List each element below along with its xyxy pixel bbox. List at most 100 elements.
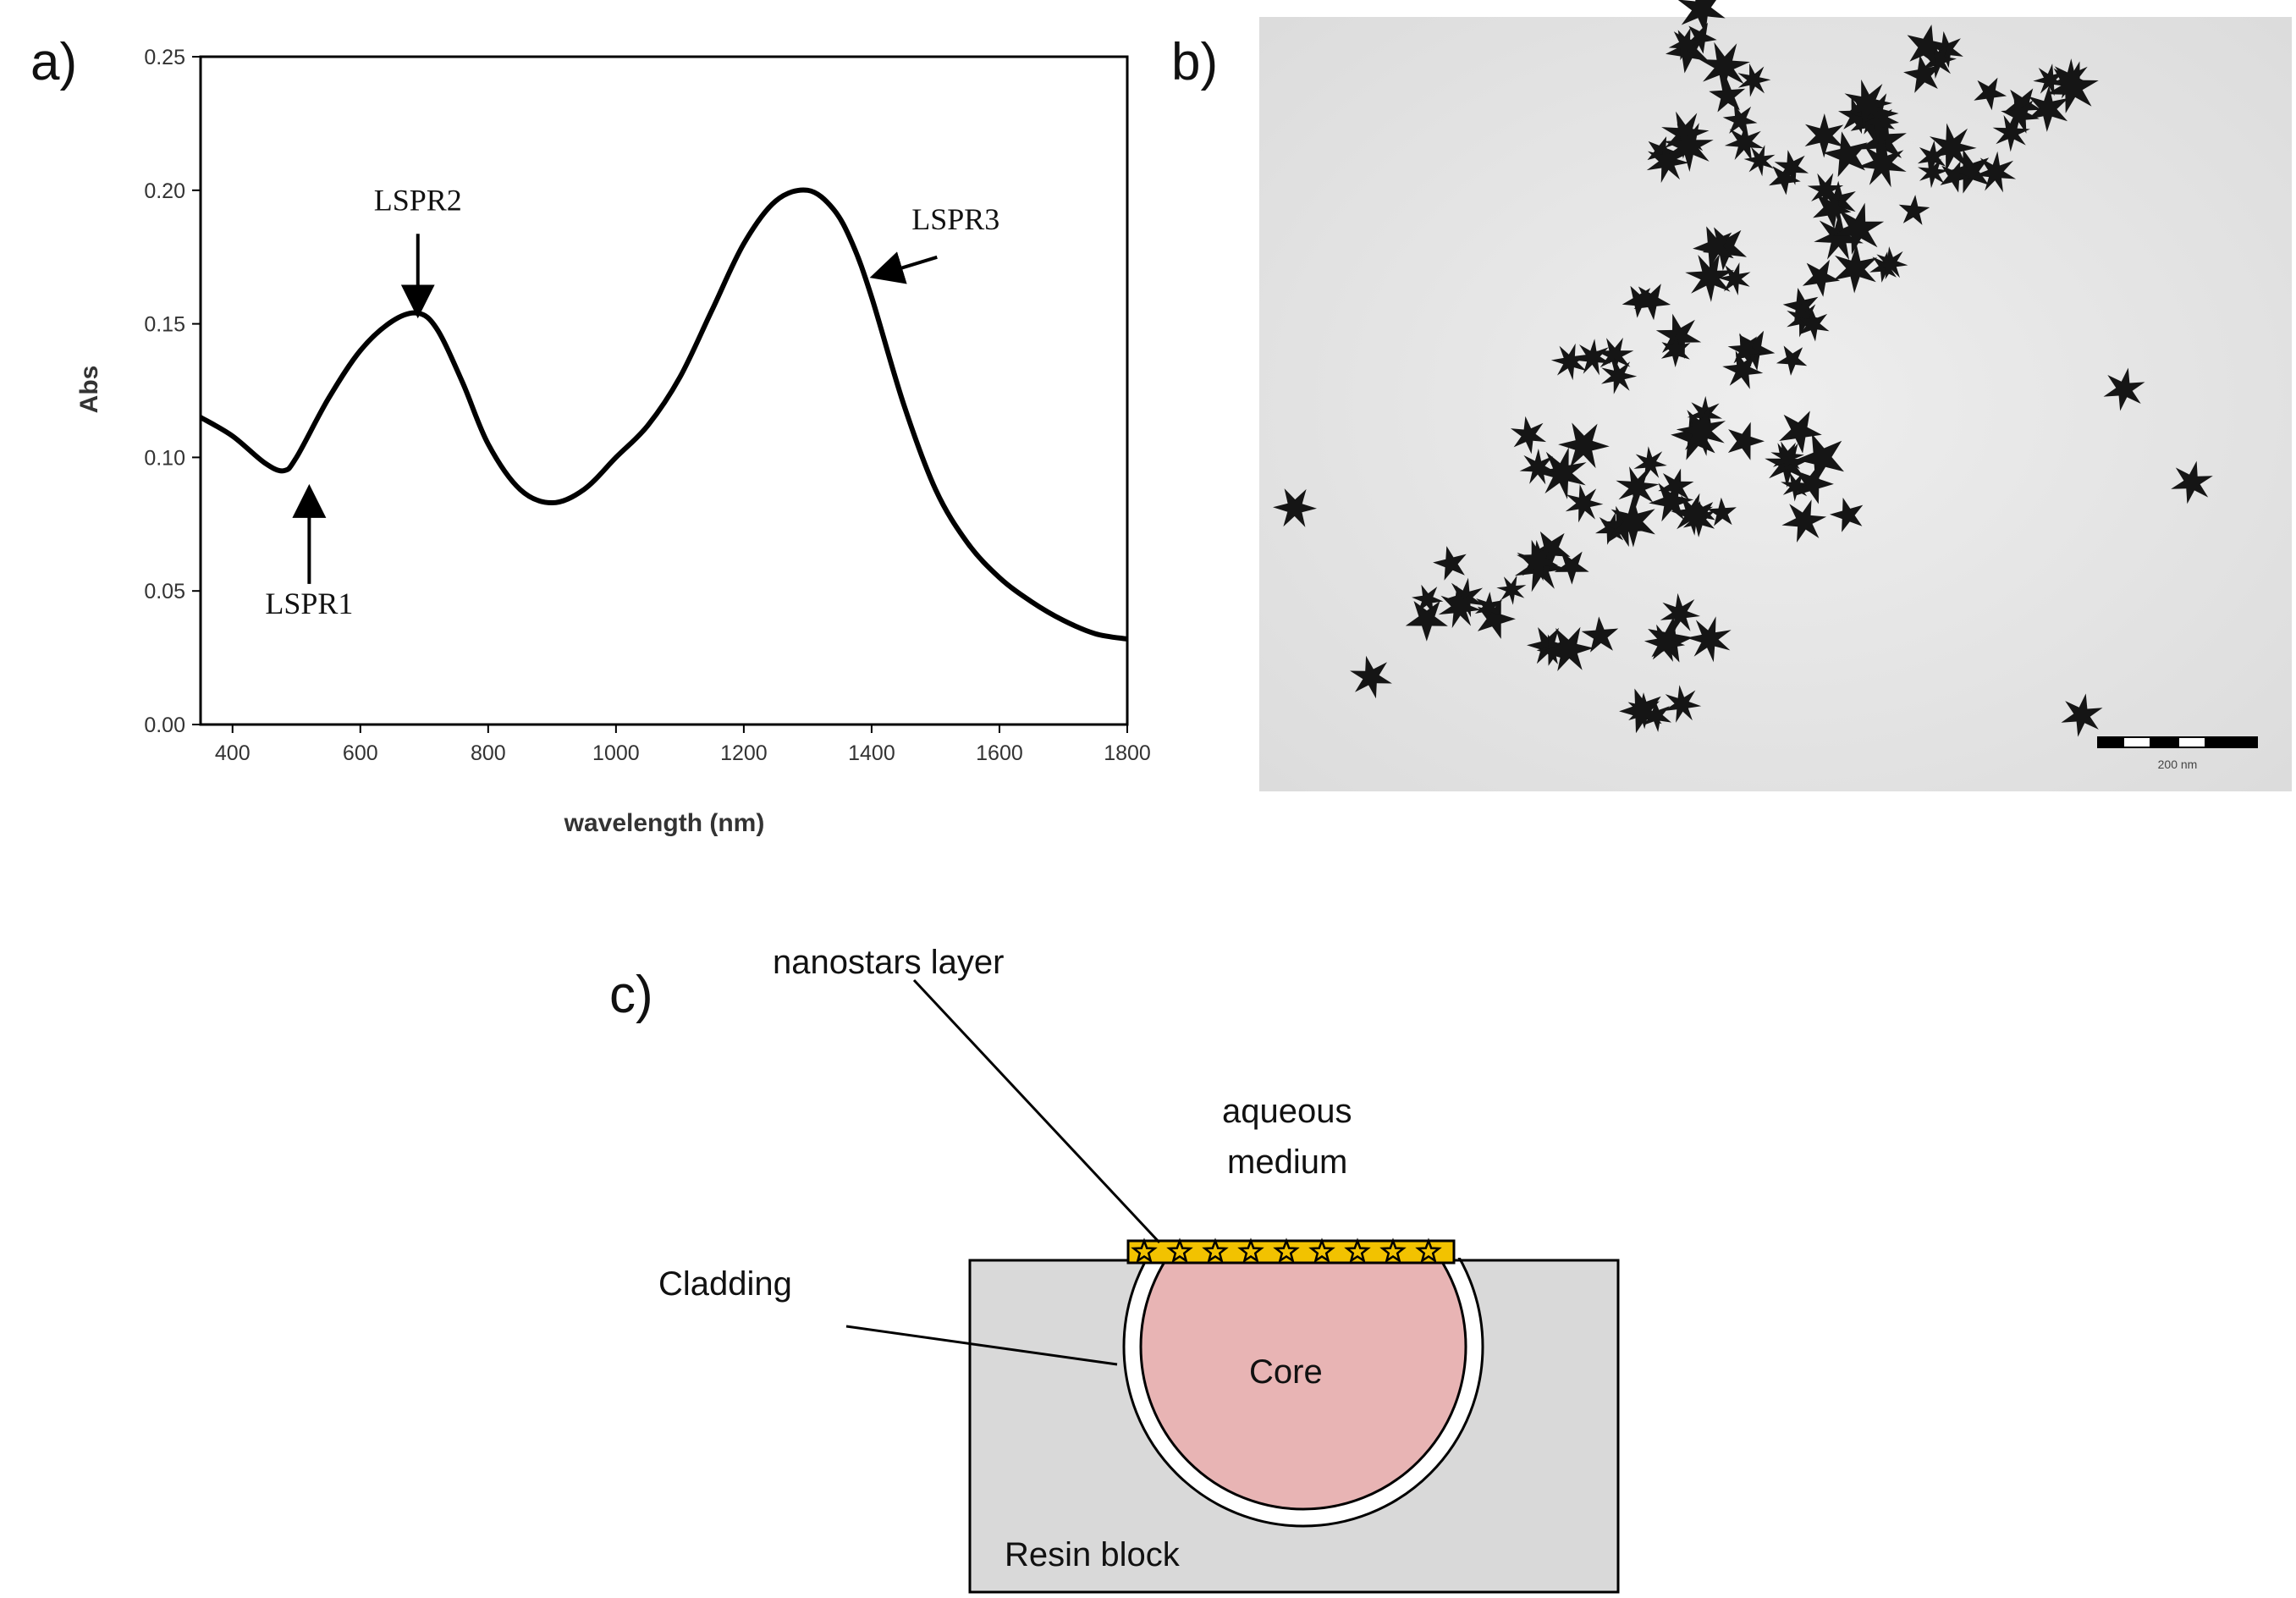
nanostar bbox=[1802, 259, 1841, 297]
y-axis-title: Abs bbox=[75, 366, 103, 414]
x-tick-label: 1800 bbox=[1104, 741, 1151, 765]
nanostar bbox=[1687, 395, 1723, 431]
nanostar bbox=[1686, 616, 1732, 663]
nanostar bbox=[1685, 253, 1735, 302]
nanostar bbox=[1722, 350, 1764, 389]
label-resin-block: Resin block bbox=[1005, 1536, 1181, 1573]
scale-bar-text: 200 nm bbox=[2158, 758, 2198, 771]
nanostar bbox=[1974, 151, 2017, 193]
layer-nanostar bbox=[1379, 1237, 1407, 1264]
nanostar bbox=[1616, 466, 1660, 510]
nanostar bbox=[1813, 190, 1852, 229]
nanostar bbox=[1647, 136, 1677, 168]
y-tick-label: 0.05 bbox=[144, 580, 185, 603]
nanostar bbox=[1622, 285, 1655, 318]
y-tick-label: 0.10 bbox=[144, 446, 185, 470]
nanostar bbox=[1830, 497, 1864, 532]
nanostar bbox=[1677, 0, 1726, 35]
nanostar bbox=[2001, 96, 2040, 134]
annotation-arrow bbox=[869, 251, 938, 284]
label-core: Core bbox=[1249, 1353, 1323, 1391]
nanostar bbox=[1412, 584, 1444, 614]
nanostar bbox=[1633, 446, 1667, 480]
nanostar bbox=[1737, 63, 1771, 97]
panel-label-a: a) bbox=[30, 33, 78, 91]
nanostar bbox=[1663, 123, 1714, 172]
nanostar bbox=[1535, 447, 1587, 499]
nanostar bbox=[1619, 688, 1662, 734]
nanostar bbox=[1668, 27, 1703, 61]
nanostar bbox=[1649, 481, 1694, 522]
nanostar bbox=[1477, 598, 1516, 639]
nanostar bbox=[1833, 244, 1878, 294]
nanostar bbox=[1779, 411, 1822, 454]
y-tick-label: 0.15 bbox=[144, 313, 185, 337]
nanostar bbox=[1907, 25, 1950, 68]
nanostar bbox=[2033, 63, 2066, 96]
nanostar bbox=[1804, 113, 1844, 158]
layer-nanostar bbox=[1415, 1237, 1442, 1264]
nanostar bbox=[1676, 405, 1726, 456]
nanostar bbox=[1857, 138, 1907, 188]
nanostar bbox=[1918, 157, 1949, 189]
absorbance-series-line bbox=[199, 187, 1128, 642]
scale-bar: 200 nm bbox=[2097, 736, 2258, 771]
nanostar bbox=[1595, 337, 1634, 375]
label-aqueous: aqueous bbox=[1222, 1093, 1352, 1130]
nanostar bbox=[1544, 626, 1594, 671]
x-tick-label: 600 bbox=[343, 741, 378, 765]
nanostar bbox=[1658, 468, 1694, 504]
plot-frame bbox=[199, 55, 1129, 726]
nanostar bbox=[1707, 497, 1737, 526]
y-tick-label: 0.25 bbox=[144, 46, 185, 69]
layer-nanostar bbox=[1131, 1237, 1158, 1264]
nanostar bbox=[1273, 488, 1317, 527]
x-axis-title: wavelength (nm) bbox=[564, 809, 765, 837]
annotation-label: LSPR3 bbox=[911, 202, 999, 236]
nanostar bbox=[1832, 202, 1885, 255]
nanostar bbox=[1992, 114, 2030, 152]
panel-label-b: b) bbox=[1171, 33, 1219, 91]
x-tick-label: 1200 bbox=[720, 741, 768, 765]
nanostar bbox=[1527, 627, 1569, 664]
annotation-label: LSPR1 bbox=[265, 587, 353, 620]
nanostar bbox=[1769, 163, 1801, 196]
label-nanostars-layer: nanostars layer bbox=[773, 944, 1004, 981]
nanostar bbox=[1663, 685, 1702, 723]
nanostar bbox=[1929, 123, 1977, 172]
nanostar bbox=[1660, 592, 1700, 633]
nanostar bbox=[1438, 585, 1482, 629]
nanostar-cluster bbox=[1273, 0, 2213, 737]
nanostar bbox=[1781, 471, 1811, 502]
y-tick-label: 0.00 bbox=[144, 714, 185, 737]
y-ticks: 0.00 0.05 0.10 0.15 0.20 0.25 bbox=[144, 46, 201, 737]
nanostar bbox=[1795, 433, 1844, 484]
nanostar bbox=[1743, 145, 1776, 177]
nanostar bbox=[2004, 88, 2041, 124]
x-tick-label: 400 bbox=[215, 741, 251, 765]
nanostar bbox=[1510, 416, 1547, 455]
nanostar bbox=[1875, 246, 1908, 280]
nanostar bbox=[1565, 484, 1604, 523]
nanostar bbox=[1940, 161, 1971, 193]
nanostar bbox=[1727, 333, 1764, 367]
layer-nanostar bbox=[1273, 1237, 1300, 1264]
nanostar bbox=[1699, 41, 1750, 93]
nanostar bbox=[1595, 512, 1627, 545]
nanostar bbox=[1554, 551, 1589, 585]
nanostars-layer-leader bbox=[912, 978, 1161, 1244]
y-tick-label: 0.20 bbox=[144, 179, 185, 203]
nanostar bbox=[2103, 367, 2145, 411]
nanostar bbox=[1670, 493, 1714, 536]
nanostar bbox=[1519, 449, 1556, 485]
tem-background bbox=[1259, 17, 2292, 791]
nanostar bbox=[1574, 339, 1611, 376]
cladding-leader bbox=[845, 1325, 1118, 1366]
nanostar bbox=[1946, 149, 1990, 194]
nanostar bbox=[1496, 575, 1527, 605]
panel-label-c: c) bbox=[609, 966, 653, 1024]
nanostar bbox=[1558, 422, 1610, 469]
annotation-label: LSPR2 bbox=[374, 183, 462, 217]
